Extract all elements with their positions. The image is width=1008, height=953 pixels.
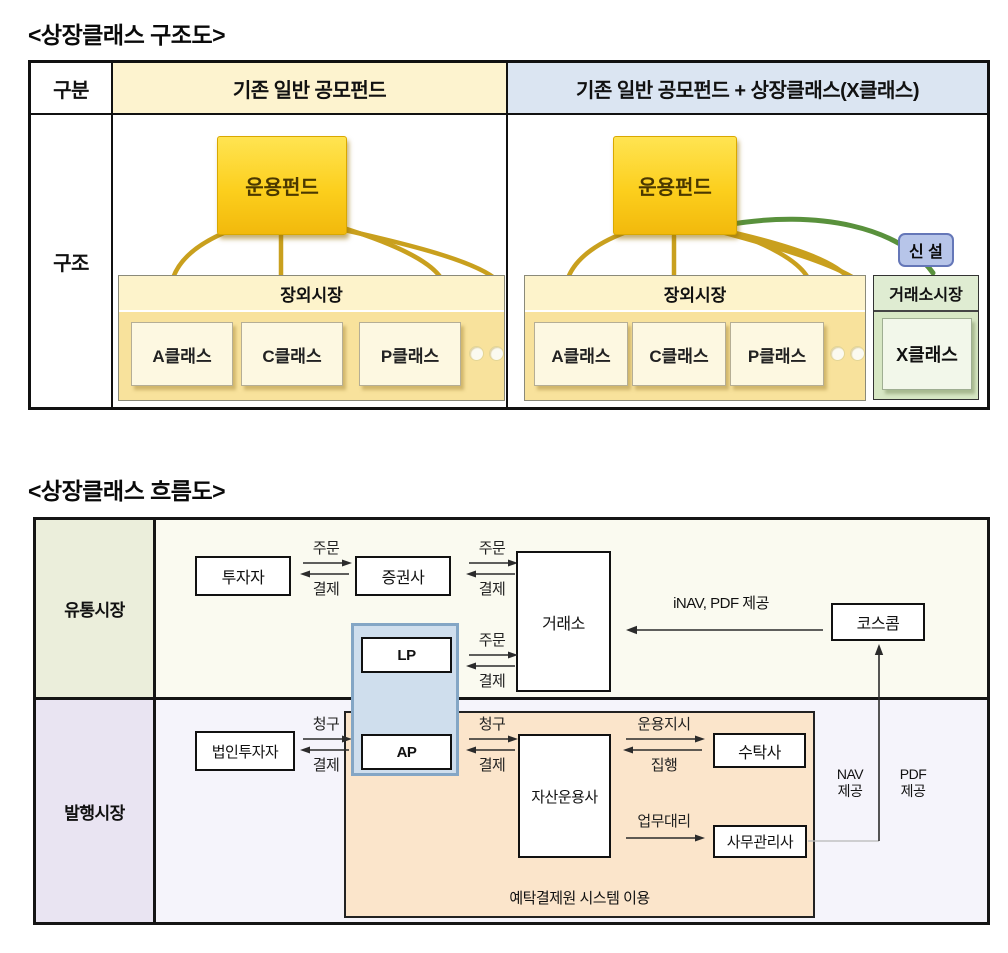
more-classes-dots-icon-right <box>830 346 865 361</box>
bidirectional-arrows-icon <box>300 735 352 754</box>
node-fund-admin: 사무관리사 <box>713 825 807 858</box>
node-broker: 증권사 <box>355 556 451 596</box>
node-corporate-investor: 법인투자자 <box>195 731 295 771</box>
label-execution: 집행 <box>650 757 678 774</box>
row-cell-structure: 구조 <box>31 115 113 407</box>
flow-diagram-title: <상장클래스 흐름도> <box>28 478 226 504</box>
node-asset-manager: 자산운용사 <box>518 734 611 858</box>
fund-box-right-label: 운용펀드 <box>638 177 712 199</box>
new-establishment-badge: 신 설 <box>898 233 954 267</box>
structure-right-panel: 운용펀드 신 설 장외시장 A클래스 C클래스 P클래스 거래소시장 X클래스 <box>508 115 987 407</box>
label-settlement-4: 결제 <box>312 757 340 774</box>
label-settlement-2: 결제 <box>478 581 506 598</box>
class-box-a-right: A클래스 <box>534 322 628 386</box>
label-order-1: 주문 <box>312 540 340 557</box>
node-koscom: 코스콤 <box>831 603 925 641</box>
node-ap: AP <box>361 734 452 770</box>
exchange-broker-exchange: 주문 결제 <box>464 540 520 598</box>
bidirectional-arrows-icon <box>466 559 518 578</box>
flow-delegation: 업무대리 <box>621 813 707 844</box>
label-pdf-provide: PDF 제공 <box>889 766 937 800</box>
exchange-assetmanager-trustee: 운용지시 집행 <box>621 716 707 774</box>
header-category-label: 구분 <box>53 79 89 102</box>
node-investor: 투자자 <box>195 556 291 596</box>
pdf-line2: 제공 <box>900 783 926 799</box>
bidirectional-arrows-icon <box>466 735 518 754</box>
class-box-c-right: C클래스 <box>632 322 726 386</box>
otc-market-right-title: 장외시장 <box>525 276 865 312</box>
header-cell-listed-class: 기존 일반 공모펀드 + 상장클래스(X클래스) <box>508 63 987 115</box>
label-subscription-2: 청구 <box>478 716 506 733</box>
node-lp: LP <box>361 637 452 673</box>
class-box-p: P클래스 <box>359 322 461 386</box>
exchange-ap-assetmanager: 청구 결제 <box>464 716 520 774</box>
nav-line1: NAV <box>836 766 864 782</box>
label-settlement-5: 결제 <box>478 757 506 774</box>
fund-box-right: 운용펀드 <box>613 136 737 235</box>
exchange-lp-exchange: 주문 결제 <box>464 632 520 690</box>
secondary-market-label: 유통시장 <box>64 601 125 620</box>
label-subscription-1: 청구 <box>312 716 340 733</box>
exchange-market-title: 거래소시장 <box>874 276 978 312</box>
row-structure-label: 구조 <box>53 252 89 275</box>
class-box-p-right: P클래스 <box>730 322 824 386</box>
label-inav-pdf-provide: iNAV, PDF 제공 <box>673 595 769 612</box>
ksd-note: 예탁결제원 시스템 이용 <box>509 890 650 907</box>
label-order-2: 주문 <box>478 540 506 557</box>
bidirectional-arrows-icon <box>623 735 705 754</box>
nav-line2: 제공 <box>837 783 863 799</box>
flow-connectors <box>626 625 884 842</box>
label-mgmt-instruction: 운용지시 <box>637 716 691 733</box>
label-delegation: 업무대리 <box>637 813 691 830</box>
exchange-investor-broker: 주문 결제 <box>298 540 354 598</box>
class-box-x: X클래스 <box>882 318 972 390</box>
pdf-line1: PDF <box>899 766 927 782</box>
structure-table: 구분 기존 일반 공모펀드 기존 일반 공모펀드 + 상장클래스(X클래스) 구… <box>28 60 990 410</box>
fund-box-left-label: 운용펀드 <box>245 177 319 199</box>
fund-box-left: 운용펀드 <box>217 136 347 235</box>
secondary-market-row <box>36 520 987 700</box>
flow-diagram: 유통시장 발행시장 예탁결제원 시스템 이용 투자자 주문 <box>33 517 990 925</box>
class-box-a: A클래스 <box>131 322 233 386</box>
row-label-secondary-market: 유통시장 <box>36 520 156 700</box>
bidirectional-arrows-icon <box>466 651 518 670</box>
header-existing-fund-label: 기존 일반 공모펀드 <box>232 79 387 102</box>
header-cell-existing-fund: 기존 일반 공모펀드 <box>113 63 508 115</box>
exchange-corpinvestor-ap: 청구 결제 <box>298 716 354 774</box>
node-trustee: 수탁사 <box>713 733 806 768</box>
bidirectional-arrows-icon <box>300 559 352 578</box>
structure-left-panel: 운용펀드 장외시장 A클래스 C클래스 P클래스 <box>113 115 508 407</box>
primary-market-label: 발행시장 <box>64 803 125 823</box>
otc-market-panel-left: 장외시장 A클래스 C클래스 P클래스 <box>118 275 505 401</box>
label-nav-provide: NAV 제공 <box>826 766 874 800</box>
lp-ap-container: LP AP <box>351 623 459 776</box>
label-settlement-1: 결제 <box>312 581 340 598</box>
header-listed-class-label: 기존 일반 공모펀드 + 상장클래스(X클래스) <box>576 79 919 102</box>
label-settlement-3: 결제 <box>478 673 506 690</box>
label-order-3: 주문 <box>478 632 506 649</box>
more-classes-dots-icon <box>469 346 504 361</box>
node-exchange: 거래소 <box>516 551 611 692</box>
header-cell-category: 구분 <box>31 63 113 115</box>
otc-market-left-title: 장외시장 <box>119 276 504 312</box>
class-box-c: C클래스 <box>241 322 343 386</box>
structure-diagram-title: <상장클래스 구조도> <box>28 22 226 48</box>
row-label-primary-market: 발행시장 <box>36 700 156 922</box>
otc-market-panel-right: 장외시장 A클래스 C클래스 P클래스 <box>524 275 866 401</box>
exchange-market-panel: 거래소시장 X클래스 <box>873 275 979 400</box>
right-arrow-icon <box>626 834 705 842</box>
